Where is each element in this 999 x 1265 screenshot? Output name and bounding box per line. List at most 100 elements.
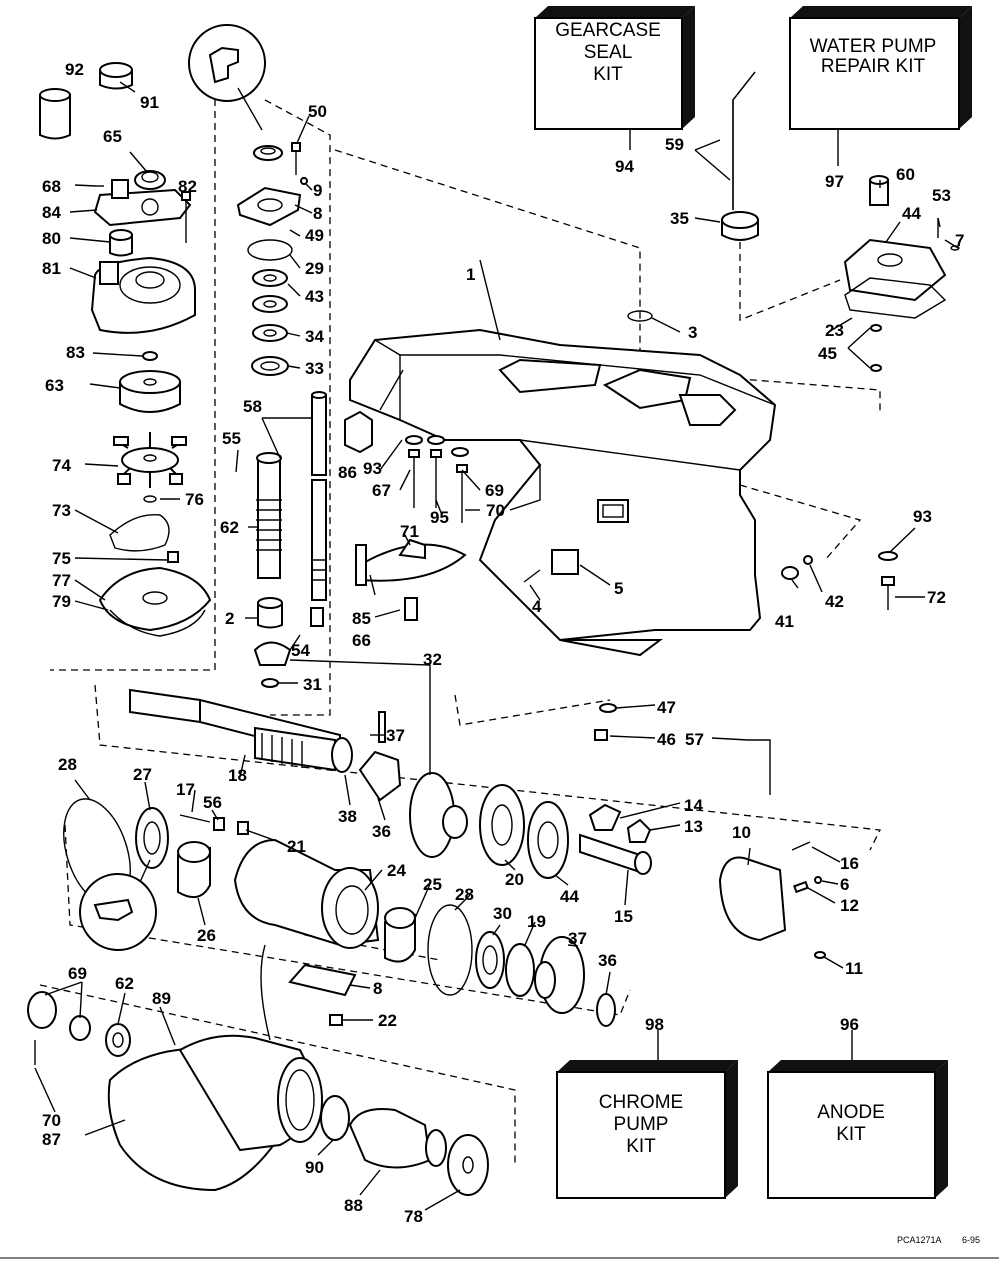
- propeller-parts: [27, 944, 489, 1196]
- label-38: 36: [372, 822, 391, 841]
- label-73: 73: [52, 501, 71, 520]
- label-13: 13: [684, 817, 703, 836]
- drive-shaft-parts: [188, 24, 327, 688]
- label-97: 97: [825, 172, 844, 191]
- label-39: 37: [386, 726, 405, 745]
- gearcase-seal-kit-box: GEARCASE SEAL KIT: [534, 6, 695, 130]
- label-80: 80: [42, 229, 61, 248]
- label-62: 62: [220, 518, 239, 537]
- label-55: 55: [222, 429, 241, 448]
- label-64: 68: [42, 177, 61, 196]
- label-2: 2: [225, 609, 234, 628]
- label-61: 65: [103, 127, 122, 146]
- label-54: 54: [291, 641, 310, 660]
- label-90: 90: [305, 1158, 324, 1177]
- label-42: 42: [825, 592, 844, 611]
- label-84: 84: [42, 203, 61, 222]
- dashed-group-lines: [39, 75, 881, 1165]
- label-86: 86: [338, 463, 357, 482]
- label-37: 37: [568, 929, 587, 948]
- label-30: 30: [493, 904, 512, 923]
- anode-kit-line1: ANODE: [817, 1102, 885, 1123]
- figure-code: PCA1271A: [897, 1235, 942, 1245]
- label-62-lower: 62: [115, 974, 134, 993]
- label-3: 3: [688, 323, 697, 342]
- label-20: 20: [505, 870, 524, 889]
- label-40: 38: [338, 807, 357, 826]
- label-46: 45: [818, 344, 837, 363]
- label-43: 43: [305, 287, 324, 306]
- label-31: 31: [303, 675, 322, 694]
- label-25: 25: [423, 875, 442, 894]
- label-5: 5: [614, 579, 623, 598]
- gearcase-seal-kit-line1: GEARCASE: [555, 20, 661, 41]
- label-56: 56: [203, 793, 222, 812]
- label-8: 8: [313, 204, 322, 223]
- label-59: 59: [665, 135, 684, 154]
- label-79: 79: [52, 592, 71, 611]
- label-1: 1: [466, 265, 475, 284]
- water-pump-kit-line2: REPAIR KIT: [821, 56, 926, 77]
- label-16: 16: [840, 854, 859, 873]
- label-81: 81: [42, 259, 61, 278]
- label-65: 66: [352, 631, 371, 650]
- label-71: 71: [400, 522, 419, 541]
- label-18: 18: [228, 766, 247, 785]
- label-75: 75: [52, 549, 71, 568]
- label-26: 26: [197, 926, 216, 945]
- label-24: 24: [387, 861, 406, 880]
- label-83: 83: [66, 343, 85, 362]
- label-91: 91: [140, 93, 159, 112]
- label-67: 69: [68, 964, 87, 983]
- label-21: 21: [287, 837, 306, 856]
- label-82: 82: [178, 177, 197, 196]
- label-19: 19: [527, 912, 546, 931]
- label-32: 32: [423, 650, 442, 669]
- label-94: 95: [430, 508, 449, 527]
- label-78: 78: [404, 1207, 423, 1226]
- label-50: 50: [308, 102, 327, 121]
- label-88: 88: [344, 1196, 363, 1215]
- label-6: 6: [840, 875, 849, 894]
- leader-lines: [34, 81, 959, 1211]
- label-49: 49: [305, 226, 324, 245]
- label-17: 17: [176, 780, 195, 799]
- label-28-right: 28: [455, 885, 474, 904]
- label-28-left: 28: [58, 755, 77, 774]
- label-47: 46: [657, 730, 676, 749]
- label-58: 58: [243, 397, 262, 416]
- label-22: 22: [378, 1011, 397, 1030]
- label-41: 41: [775, 612, 794, 631]
- label-34: 34: [305, 327, 324, 346]
- label-7: 7: [955, 231, 964, 250]
- label-77: 77: [52, 571, 71, 590]
- label-95: 94: [615, 157, 634, 176]
- label-93-left: 93: [363, 459, 382, 478]
- label-98: 98: [645, 1015, 664, 1034]
- label-8-lower: 8: [373, 979, 382, 998]
- label-44: 44: [560, 887, 579, 906]
- label-36: 36: [598, 951, 617, 970]
- gearcase-seal-kit-line2: SEAL: [584, 42, 633, 63]
- label-74: 74: [52, 456, 71, 475]
- water-pump-kit-line1: WATER PUMP: [810, 36, 937, 57]
- label-45: 44: [902, 204, 921, 223]
- label-10: 10: [732, 823, 751, 842]
- chrome-pump-kit-line2: PUMP: [614, 1114, 669, 1135]
- label-53: 53: [932, 186, 951, 205]
- label-35: 35: [670, 209, 689, 228]
- label-15: 15: [614, 907, 633, 926]
- label-33: 33: [305, 359, 324, 378]
- label-85: 85: [352, 609, 371, 628]
- chrome-pump-kit-line1: CHROME: [599, 1092, 683, 1113]
- label-23: 23: [825, 321, 844, 340]
- label-11: 11: [845, 959, 863, 978]
- label-27: 27: [133, 765, 152, 784]
- gearcase-seal-kit-line3: KIT: [593, 64, 623, 85]
- label-4: 4: [532, 597, 542, 616]
- figure-date: 6-95: [962, 1235, 980, 1245]
- label-70: 70: [486, 501, 505, 520]
- label-29: 29: [305, 259, 324, 278]
- label-72: 72: [927, 588, 946, 607]
- label-69: 69: [485, 481, 504, 500]
